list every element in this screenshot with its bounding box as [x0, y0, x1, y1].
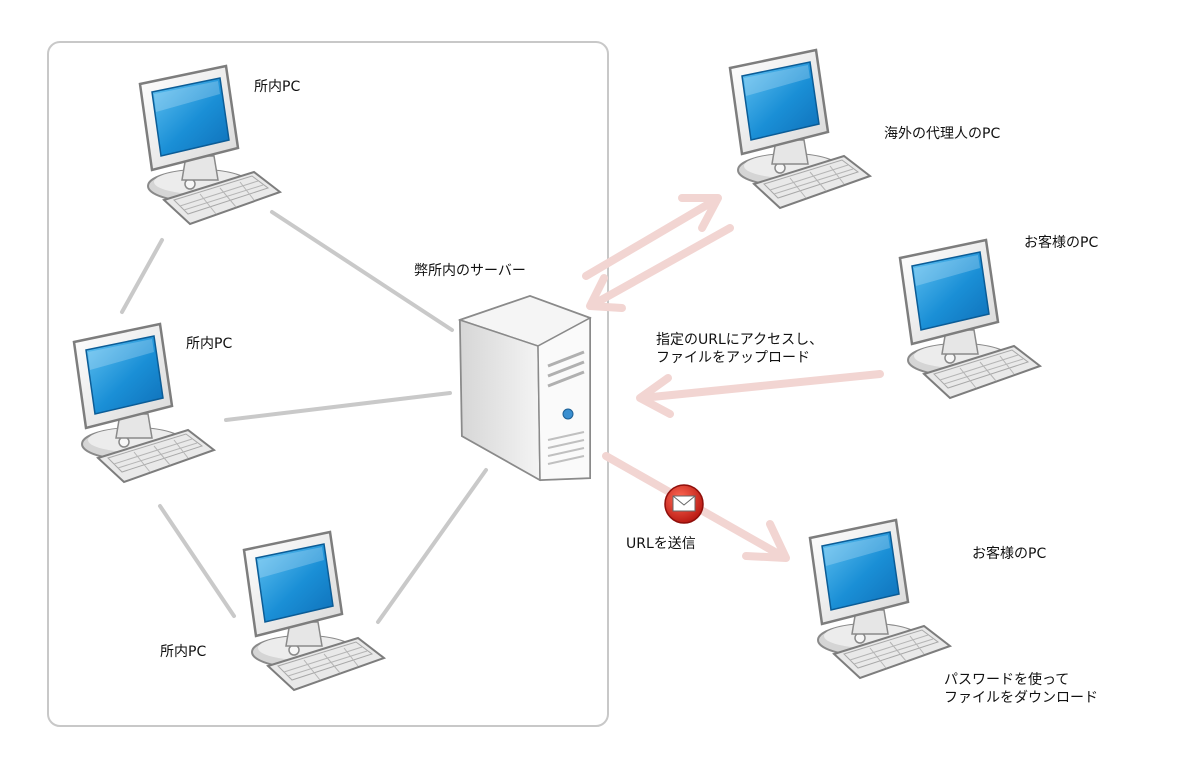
arrow-send-url-head — [742, 520, 790, 562]
client-download-pc-computer-icon — [808, 518, 952, 680]
office-pc-1-label: 所内PC — [254, 79, 301, 95]
arrow-agent-to-server-head — [586, 274, 626, 312]
external-flows — [582, 194, 884, 562]
office-links — [120, 210, 488, 624]
download-instruction-line-2: ファイルをダウンロード — [944, 690, 1098, 706]
client-upload-pc-label: お客様のPC — [1024, 235, 1099, 251]
arrow-server-to-agent-head — [678, 194, 722, 232]
agent-pc-label: 海外の代理人のPC — [884, 126, 1001, 142]
agent-pc-computer-icon — [728, 48, 872, 210]
client-upload-pc-computer-icon — [898, 238, 1042, 400]
arrow-upload — [638, 370, 884, 402]
link-pc1-pc2 — [120, 238, 164, 314]
mail-envelope-icon — [664, 484, 704, 524]
link-pc1-server — [270, 210, 454, 332]
link-pc2-pc3 — [158, 504, 236, 618]
server-label: 弊所内のサーバー — [414, 263, 526, 279]
client-download-pc-label: お客様のPC — [972, 546, 1047, 562]
office-pc-3-label: 所内PC — [160, 644, 207, 660]
download-instruction: パスワードを使って ファイルをダウンロード — [944, 671, 1098, 707]
arrow-upload-head — [636, 374, 674, 418]
link-pc3-server — [376, 468, 488, 624]
server-tower-icon — [457, 294, 592, 482]
download-instruction-line-1: パスワードを使って — [944, 672, 1070, 688]
arrow-agent-to-server — [590, 224, 734, 308]
arrow-server-to-agent — [582, 198, 716, 280]
upload-instruction-line-1: 指定のURLにアクセスし、 — [656, 332, 824, 348]
link-pc2-server — [224, 391, 452, 422]
send-url-label: URLを送信 — [626, 536, 696, 552]
upload-instruction: 指定のURLにアクセスし、 ファイルをアップロード — [656, 331, 823, 367]
upload-instruction-line-2: ファイルをアップロード — [656, 350, 810, 366]
office-pc-2-label: 所内PC — [186, 336, 233, 352]
